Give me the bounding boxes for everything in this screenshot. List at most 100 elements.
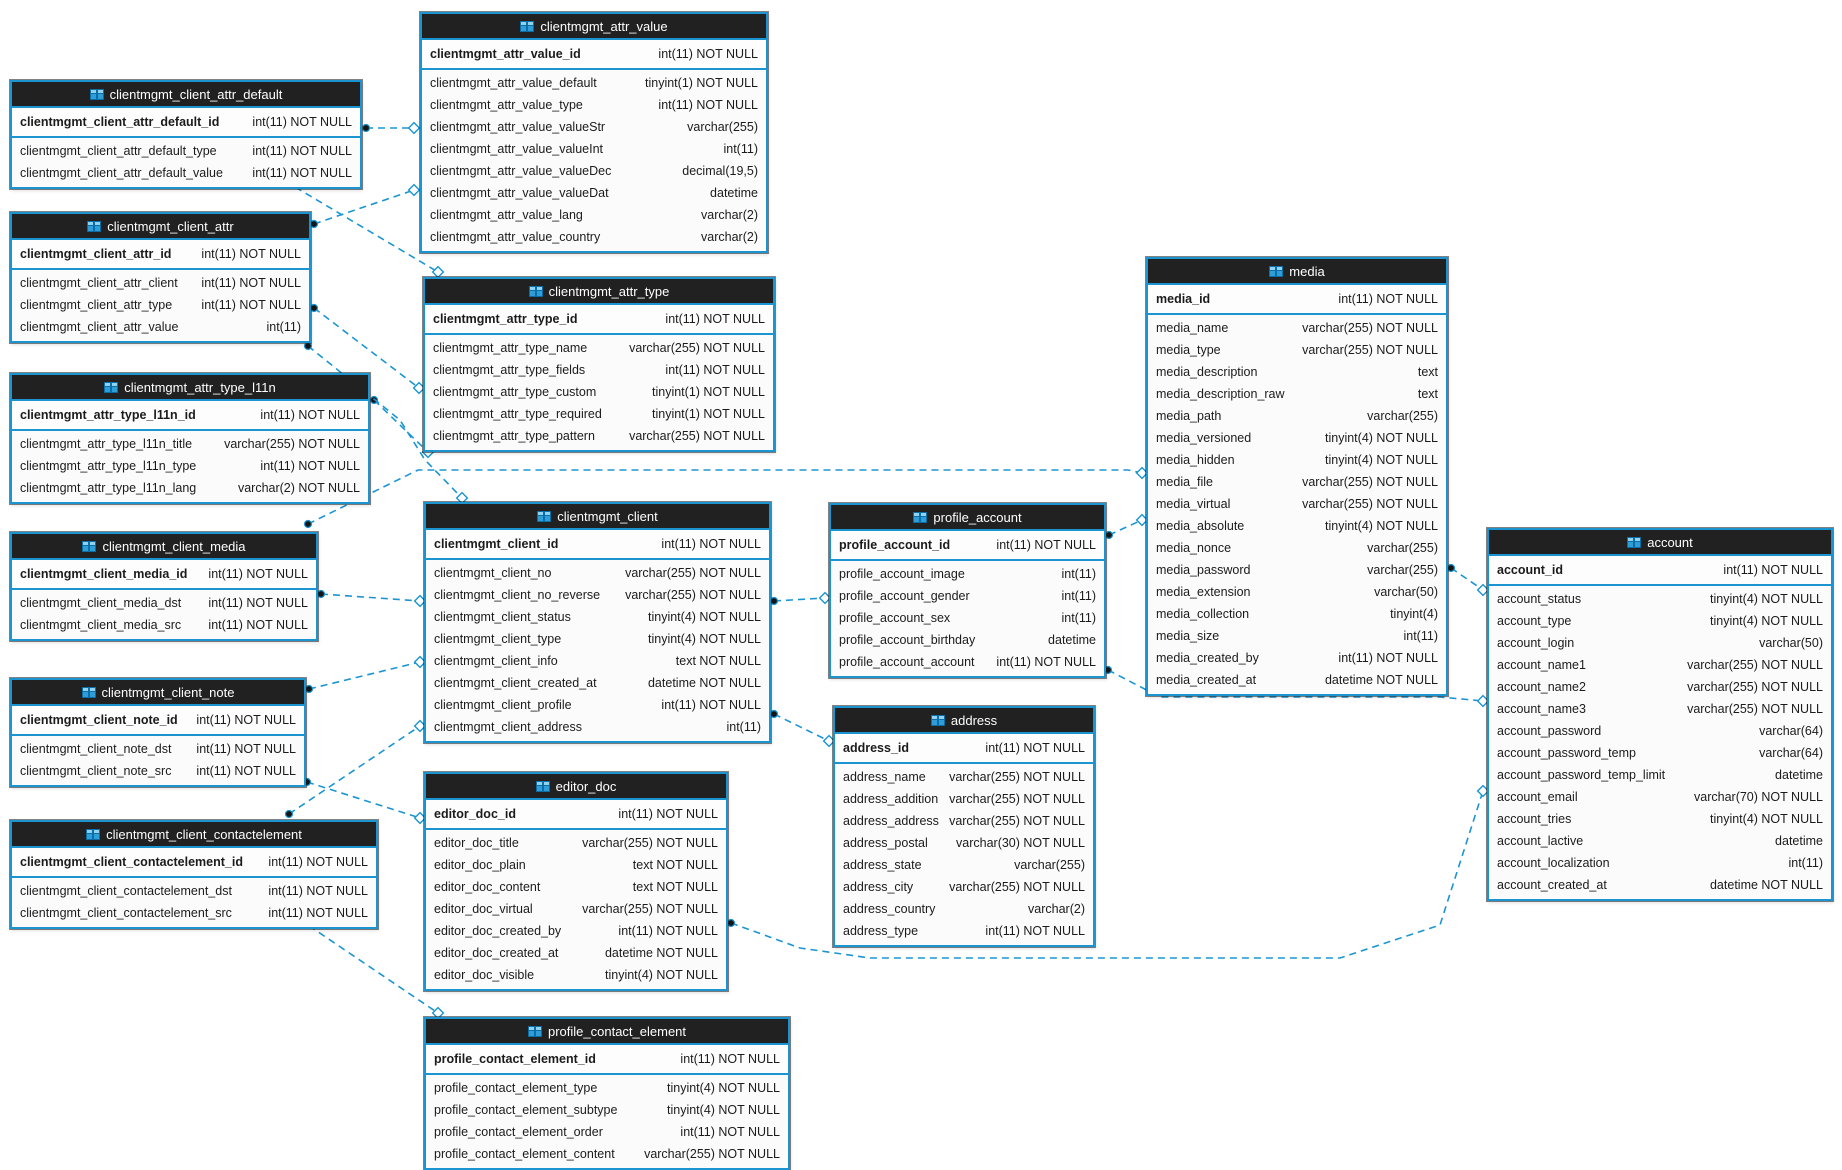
table-clientmgmt_attr_type[interactable]: clientmgmt_attr_type clientmgmt_attr_type… (423, 277, 775, 452)
table-header[interactable]: profile_contact_element (426, 1019, 788, 1045)
field-type: varchar(255) NOT NULL (1687, 702, 1823, 716)
field-name: media_created_by (1156, 651, 1259, 665)
field-type: datetime NOT NULL (1709, 878, 1823, 892)
connector-diamond (413, 655, 427, 669)
table-header[interactable]: clientmgmt_attr_type_l11n (12, 375, 368, 401)
relationship-media--account[interactable] (1450, 567, 1484, 591)
field-type: int(11) NOT NULL (658, 98, 758, 112)
field-name: media_collection (1156, 607, 1250, 621)
relationship-editor_doc--account[interactable] (730, 790, 1484, 959)
relationship-clientmgmt_client_attr--clientmgmt_attr_value[interactable] (313, 189, 415, 225)
field-name: editor_doc_plain (434, 858, 526, 872)
field-type: int(11) NOT NULL (985, 924, 1085, 938)
table-title: clientmgmt_client_attr (107, 218, 234, 234)
relationship-profile_account--account[interactable] (1107, 669, 1484, 702)
table-profile_contact_element[interactable]: profile_contact_element profile_contact_e… (424, 1017, 790, 1170)
table-header[interactable]: clientmgmt_attr_type (425, 279, 773, 305)
column-row: clientmgmt_client_attr_value int(11) (12, 316, 309, 338)
connector-diamond (1135, 513, 1149, 527)
table-header[interactable]: clientmgmt_client_attr (12, 214, 309, 240)
relationship-clientmgmt_client_note--editor_doc[interactable] (306, 781, 421, 819)
table-icon (520, 20, 535, 32)
field-name: account_created_at (1497, 878, 1607, 892)
relationship-clientmgmt_client_attr--clientmgmt_attr_type[interactable] (313, 307, 420, 389)
field-type: varchar(255) (687, 120, 758, 134)
table-clientmgmt_client_contactelement[interactable]: clientmgmt_client_contactelement clientmg… (10, 820, 378, 929)
table-title: clientmgmt_client_contactelement (106, 826, 302, 842)
pk-field-name: clientmgmt_client_contactelement_id (20, 855, 243, 869)
table-header[interactable]: account (1489, 530, 1831, 556)
field-name: clientmgmt_client_attr_value (20, 320, 179, 334)
field-type: text NOT NULL (632, 880, 718, 894)
table-clientmgmt_client_attr[interactable]: clientmgmt_client_attr clientmgmt_client_… (10, 212, 311, 343)
field-name: clientmgmt_client_media_src (20, 618, 182, 632)
field-type: varchar(255) NOT NULL (949, 770, 1085, 784)
field-name: address_country (843, 902, 936, 916)
field-name: media_path (1156, 409, 1222, 423)
relationship-clientmgmt_client_contactelement--profile_contact_element[interactable] (298, 918, 439, 1014)
field-name: clientmgmt_client_no_reverse (434, 588, 601, 602)
field-type: tinyint(1) NOT NULL (652, 385, 765, 399)
table-header[interactable]: clientmgmt_client_note (12, 680, 304, 706)
field-type: int(11) (1061, 611, 1096, 625)
pk-field-type: int(11) NOT NULL (260, 408, 360, 422)
pk-field-type: int(11) NOT NULL (1723, 563, 1823, 577)
table-header[interactable]: media (1148, 259, 1446, 285)
relationship-clientmgmt_attr_type_l11n--clientmgmt_attr_type[interactable] (373, 399, 429, 453)
field-name: profile_contact_element_subtype (434, 1103, 618, 1117)
table-header[interactable]: clientmgmt_client_contactelement (12, 822, 376, 848)
field-name: media_versioned (1156, 431, 1252, 445)
field-type: varchar(64) (1759, 746, 1823, 760)
table-header[interactable]: clientmgmt_client (426, 504, 769, 530)
table-clientmgmt_client_media[interactable]: clientmgmt_client_media clientmgmt_client… (10, 532, 318, 641)
relationship-clientmgmt_client--address[interactable] (773, 713, 830, 742)
relationship-clientmgmt_client_media--clientmgmt_client[interactable] (320, 593, 421, 602)
table-header[interactable]: editor_doc (426, 774, 726, 800)
table-title: address (950, 712, 998, 728)
table-header[interactable]: clientmgmt_client_media (12, 534, 316, 560)
field-type: int(11) NOT NULL (665, 363, 765, 377)
table-header[interactable]: profile_account (831, 505, 1104, 531)
column-row: account_created_at datetime NOT NULL (1489, 874, 1831, 896)
relationship-clientmgmt_client_contactelement--clientmgmt_client[interactable] (288, 725, 421, 815)
table-header[interactable]: address (835, 708, 1093, 734)
table-header[interactable]: clientmgmt_client_attr_default (12, 82, 360, 108)
field-name: media_file (1156, 475, 1213, 489)
relationship-profile_account--media[interactable] (1108, 519, 1143, 536)
relationship-clientmgmt_client_attr_default--clientmgmt_attr_type[interactable] (284, 180, 439, 273)
field-type: int(11) (266, 320, 301, 334)
connector-dot (303, 519, 313, 529)
field-name: media_hidden (1156, 453, 1235, 467)
relationship-clientmgmt_client--profile_account[interactable] (773, 597, 826, 602)
table-header[interactable]: clientmgmt_attr_value (422, 14, 766, 40)
